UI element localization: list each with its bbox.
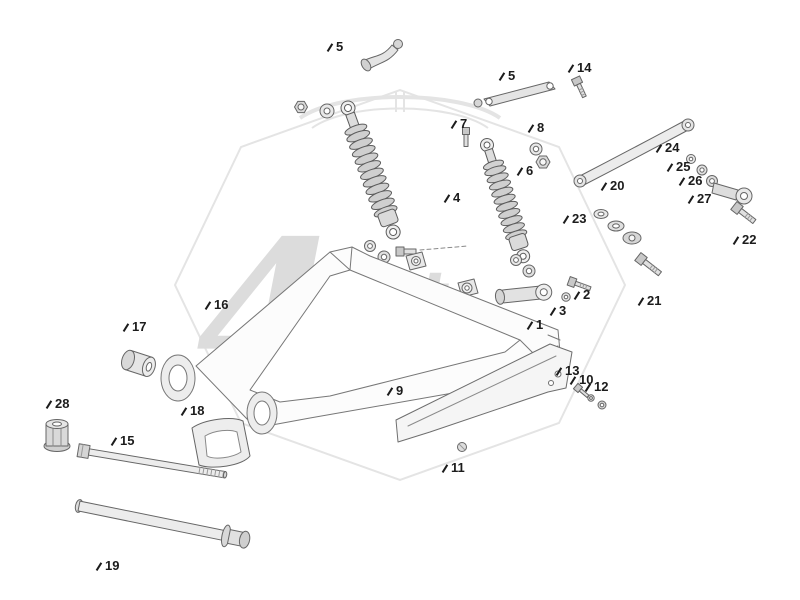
part-label-26: 26	[688, 173, 703, 188]
axle-sleeve-19	[74, 499, 251, 549]
part-label-12: 12	[594, 379, 609, 394]
part-label-9: 9	[396, 383, 404, 398]
part-label-24: 24	[665, 140, 680, 155]
washer-3	[561, 292, 571, 302]
watermark-outline	[173, 88, 627, 482]
washer-8	[529, 142, 543, 156]
shock-absorber-right	[480, 138, 531, 264]
part-label-8: 8	[537, 120, 545, 135]
part-label-21: 21	[647, 293, 662, 308]
upper-mount-bracket-left	[360, 39, 403, 72]
part-label-27: 27	[697, 191, 712, 206]
bushing-17	[121, 349, 156, 377]
part-label-28: 28	[55, 396, 70, 411]
torque-arm	[573, 118, 695, 188]
flange-nut-28	[43, 419, 71, 452]
pivot-bolt	[395, 245, 469, 257]
chain-slider-18	[191, 418, 251, 468]
part-label-13: 13	[565, 363, 580, 378]
part-label-5: 5	[508, 68, 516, 83]
part-label-2: 2	[583, 287, 591, 302]
part-label-15: 15	[120, 433, 135, 448]
axle-bolt-15	[76, 443, 228, 479]
part-label-3: 3	[559, 303, 567, 318]
fasteners-13-10-12	[572, 382, 607, 410]
part-label-5: 5	[336, 39, 344, 54]
bolt-22	[730, 201, 757, 225]
swingarm	[160, 246, 561, 435]
part-label-6: 6	[526, 163, 534, 178]
upper-mount-bracket-right	[473, 81, 556, 108]
nut-washer-left-shock	[294, 100, 335, 119]
part-label-19: 19	[105, 558, 120, 573]
nut-6	[535, 155, 551, 169]
shock-mount-clevis-front	[405, 251, 427, 271]
washers-right-shock-bottom	[510, 254, 536, 278]
part-label-1: 1	[536, 317, 544, 332]
shock-link-1	[494, 283, 553, 305]
part-label-7: 7	[460, 116, 468, 131]
joint-fitting-27	[711, 182, 753, 205]
washer-stack-23	[593, 209, 642, 245]
part-label-20: 20	[610, 178, 625, 193]
bolt-14	[570, 75, 587, 99]
part-label-23: 23	[572, 211, 587, 226]
screw-11	[457, 442, 467, 452]
shock-absorber-left	[340, 100, 401, 240]
part-label-11: 11	[451, 460, 465, 475]
part-label-16: 16	[214, 297, 229, 312]
part-label-18: 18	[190, 403, 205, 418]
part-label-22: 22	[742, 232, 757, 247]
part-label-17: 17	[132, 319, 147, 334]
part-label-10: 10	[579, 372, 594, 387]
part-label-14: 14	[577, 60, 592, 75]
part-label-4: 4	[453, 190, 461, 205]
bolt-21	[634, 252, 662, 277]
chain-guard	[395, 343, 573, 443]
part-label-25: 25	[676, 159, 691, 174]
